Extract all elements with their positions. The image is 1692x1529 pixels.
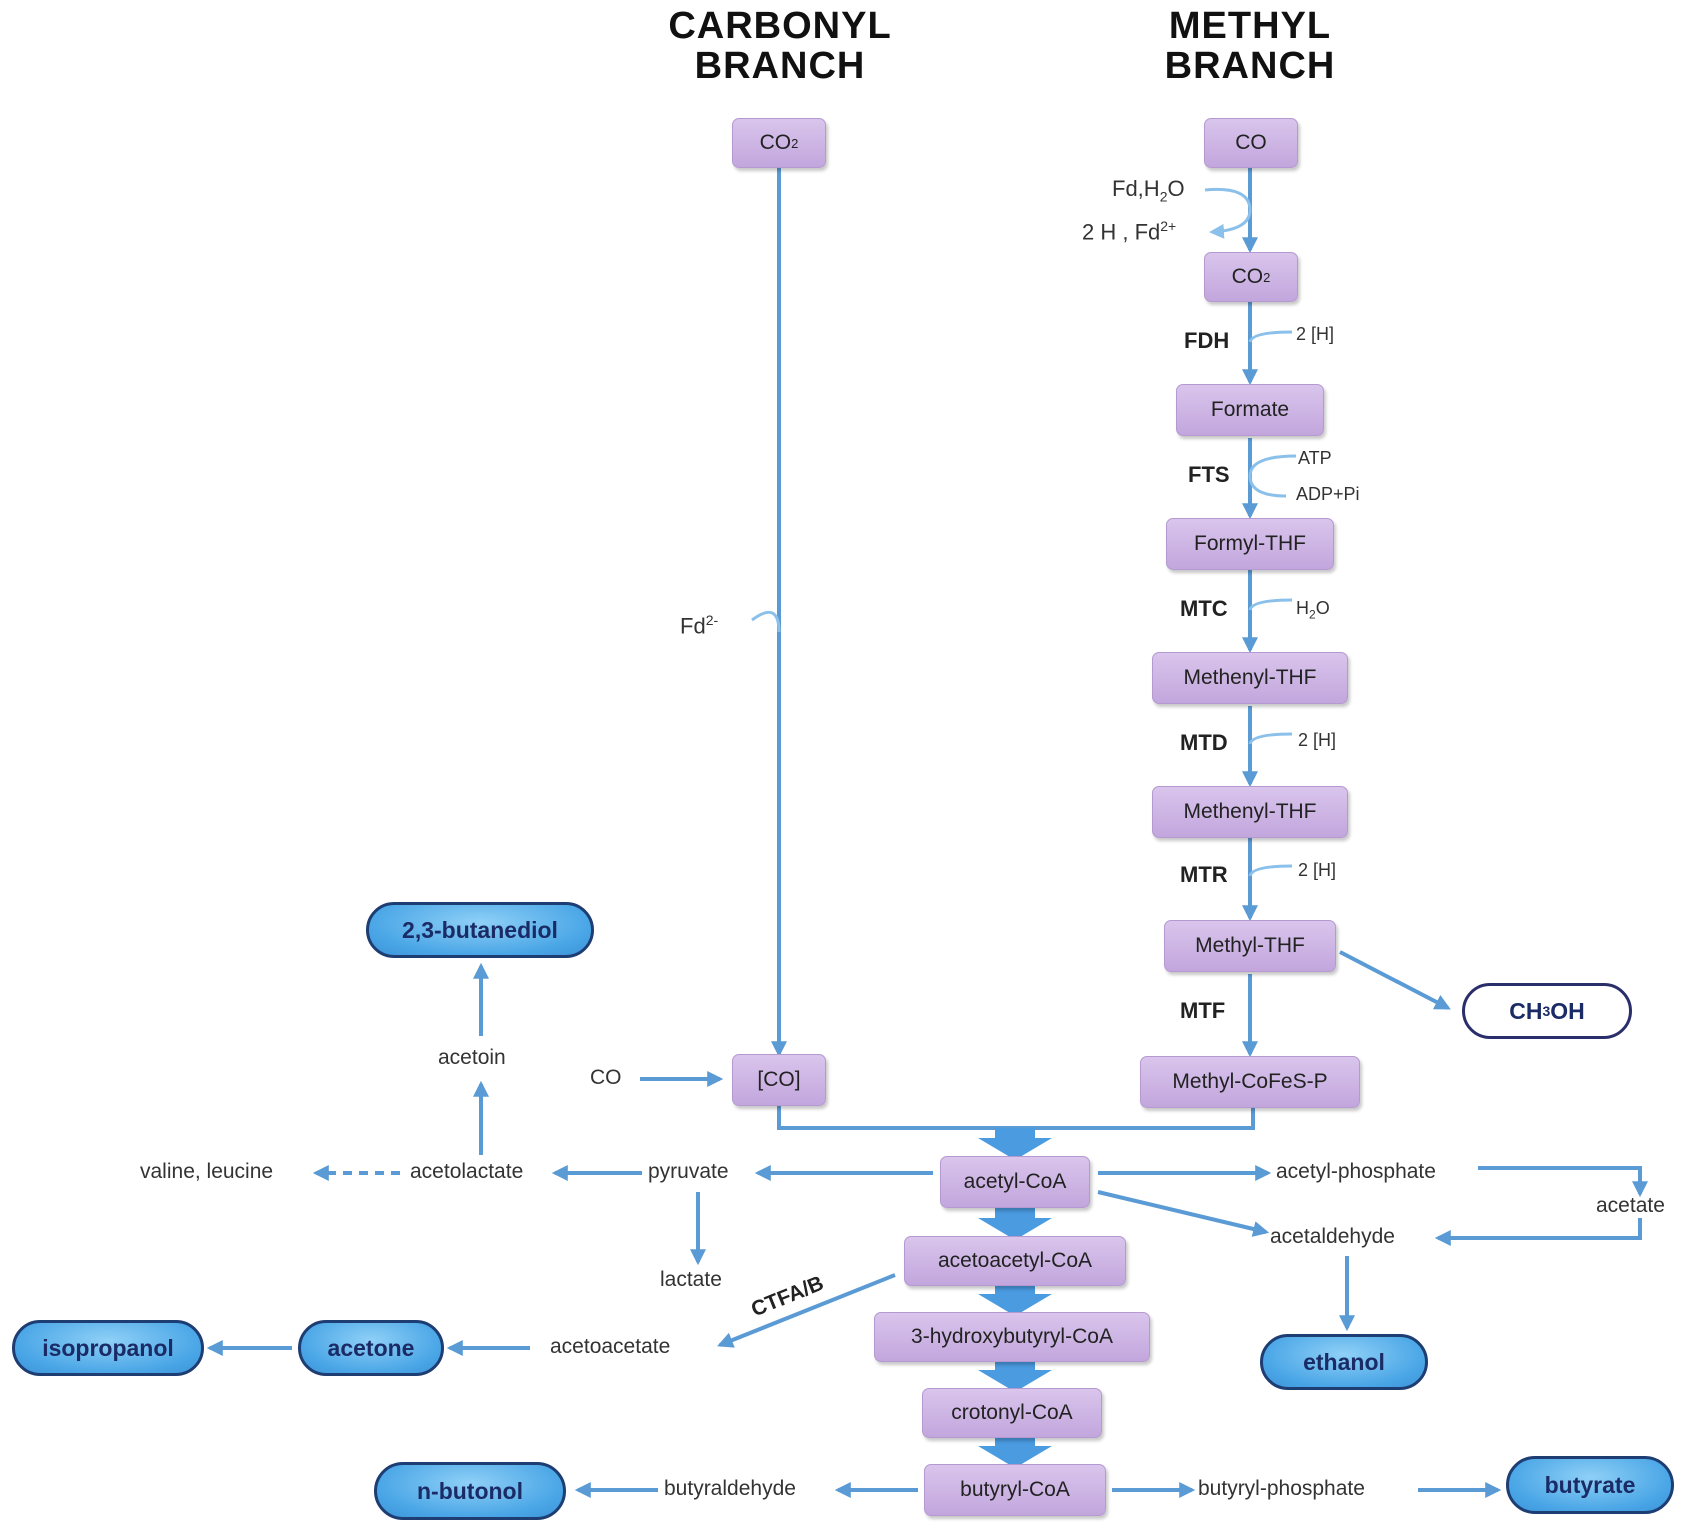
cofactor-in-b: O [1167,176,1185,201]
label-lactate: lactate [660,1268,722,1291]
enzyme-fdh: FDH [1184,328,1230,353]
label-acetolactate: acetolactate [410,1160,524,1183]
ch3oh-a: CH [1509,997,1543,1024]
mtd-cofactor-label: 2 [H] [1298,730,1337,750]
h2o-b: O [1315,598,1330,618]
fdh-cofactor-label: 2 [H] [1296,324,1335,344]
h2o-a: H [1296,598,1309,618]
cofactor-output-label: 2 H , Fd2+ [1082,218,1176,245]
label-butyryl-phosphate: butyryl-phosphate [1198,1477,1365,1500]
atp-label: ATP [1298,448,1332,468]
product-butanediol[interactable]: 2,3-butanediol [366,902,594,958]
co-input-label: CO [590,1066,622,1089]
enzyme-mtr: MTR [1180,862,1228,887]
fd-superscript: 2- [705,612,719,628]
co2-subscript: 2 [791,135,799,151]
node-co-bound[interactable]: [CO] [732,1054,826,1106]
cofactor-in-a: Fd,H [1112,176,1160,201]
label-valine-leucine: valine, leucine [140,1160,274,1183]
node-acetyl-coa[interactable]: acetyl-CoA [940,1156,1090,1208]
label-acetyl-phosphate: acetyl-phosphate [1276,1160,1436,1183]
ferredoxin-label: Fd2- [680,612,718,639]
label-acetoin: acetoin [438,1046,506,1069]
product-ethanol[interactable]: ethanol [1260,1334,1428,1390]
ch3oh-b: OH [1550,997,1585,1024]
methyl-title-line2: BRANCH [1164,45,1336,87]
node-butyryl-coa[interactable]: butyryl-CoA [924,1464,1106,1516]
cofactor-out-sup: 2+ [1160,218,1177,234]
methyl-branch-title: METHYL BRANCH [1090,6,1410,86]
carbonyl-title-line2: BRANCH [694,45,866,87]
node-formate[interactable]: Formate [1176,384,1324,436]
carbonyl-title-line1: CARBONYL [668,5,892,47]
fd-label: Fd [680,613,706,639]
co2-methyl-subscript: 2 [1263,269,1271,285]
co2-label: CO [759,131,792,154]
node-acetoacetyl-coa[interactable]: acetoacetyl-CoA [904,1236,1126,1286]
node-methyl-cofes-p[interactable]: Methyl-CoFeS-P [1140,1056,1360,1108]
ch3oh-sub: 3 [1542,1003,1551,1019]
label-acetate: acetate [1596,1194,1665,1217]
adp-label: ADP+Pi [1296,484,1360,504]
mtr-cofactor-label: 2 [H] [1298,860,1337,880]
node-methyl-thf[interactable]: Methyl-THF [1164,920,1336,972]
enzyme-fts: FTS [1188,462,1230,487]
water-label: H2O [1296,598,1330,622]
product-acetone[interactable]: acetone [298,1320,444,1376]
cofactor-input-label: Fd,H2O [1112,176,1185,204]
label-butyraldehyde: butyraldehyde [664,1477,796,1500]
node-co-methyl[interactable]: CO [1204,118,1298,168]
methyl-title-line1: METHYL [1168,5,1332,47]
node-crotonyl-coa[interactable]: crotonyl-CoA [922,1388,1102,1438]
enzyme-mtc: MTC [1180,596,1228,621]
label-pyruvate: pyruvate [648,1160,729,1183]
enzyme-mtf: MTF [1180,998,1226,1023]
product-isopropanol[interactable]: isopropanol [12,1320,204,1376]
product-n-butonol[interactable]: n-butonol [374,1462,566,1520]
enzyme-mtd: MTD [1180,730,1228,755]
label-acetoacetate: acetoacetate [550,1335,671,1358]
node-hydroxybutyryl-coa[interactable]: 3-hydroxybutyryl-CoA [874,1312,1150,1362]
co2-methyl-label: CO [1231,265,1264,288]
node-formyl-thf[interactable]: Formyl-THF [1166,518,1334,570]
h2o-sub: 2 [1309,607,1316,622]
node-methenyl-thf-1[interactable]: Methenyl-THF [1152,652,1348,704]
product-butyrate[interactable]: butyrate [1506,1456,1674,1514]
node-methenyl-thf-2[interactable]: Methenyl-THF [1152,786,1348,838]
cofactor-out-a: 2 H , Fd [1082,219,1161,245]
carbonyl-branch-title: CARBONYL BRANCH [620,6,940,86]
label-acetaldehyde: acetaldehyde [1270,1225,1395,1248]
cofactor-in-sub: 2 [1159,188,1168,205]
